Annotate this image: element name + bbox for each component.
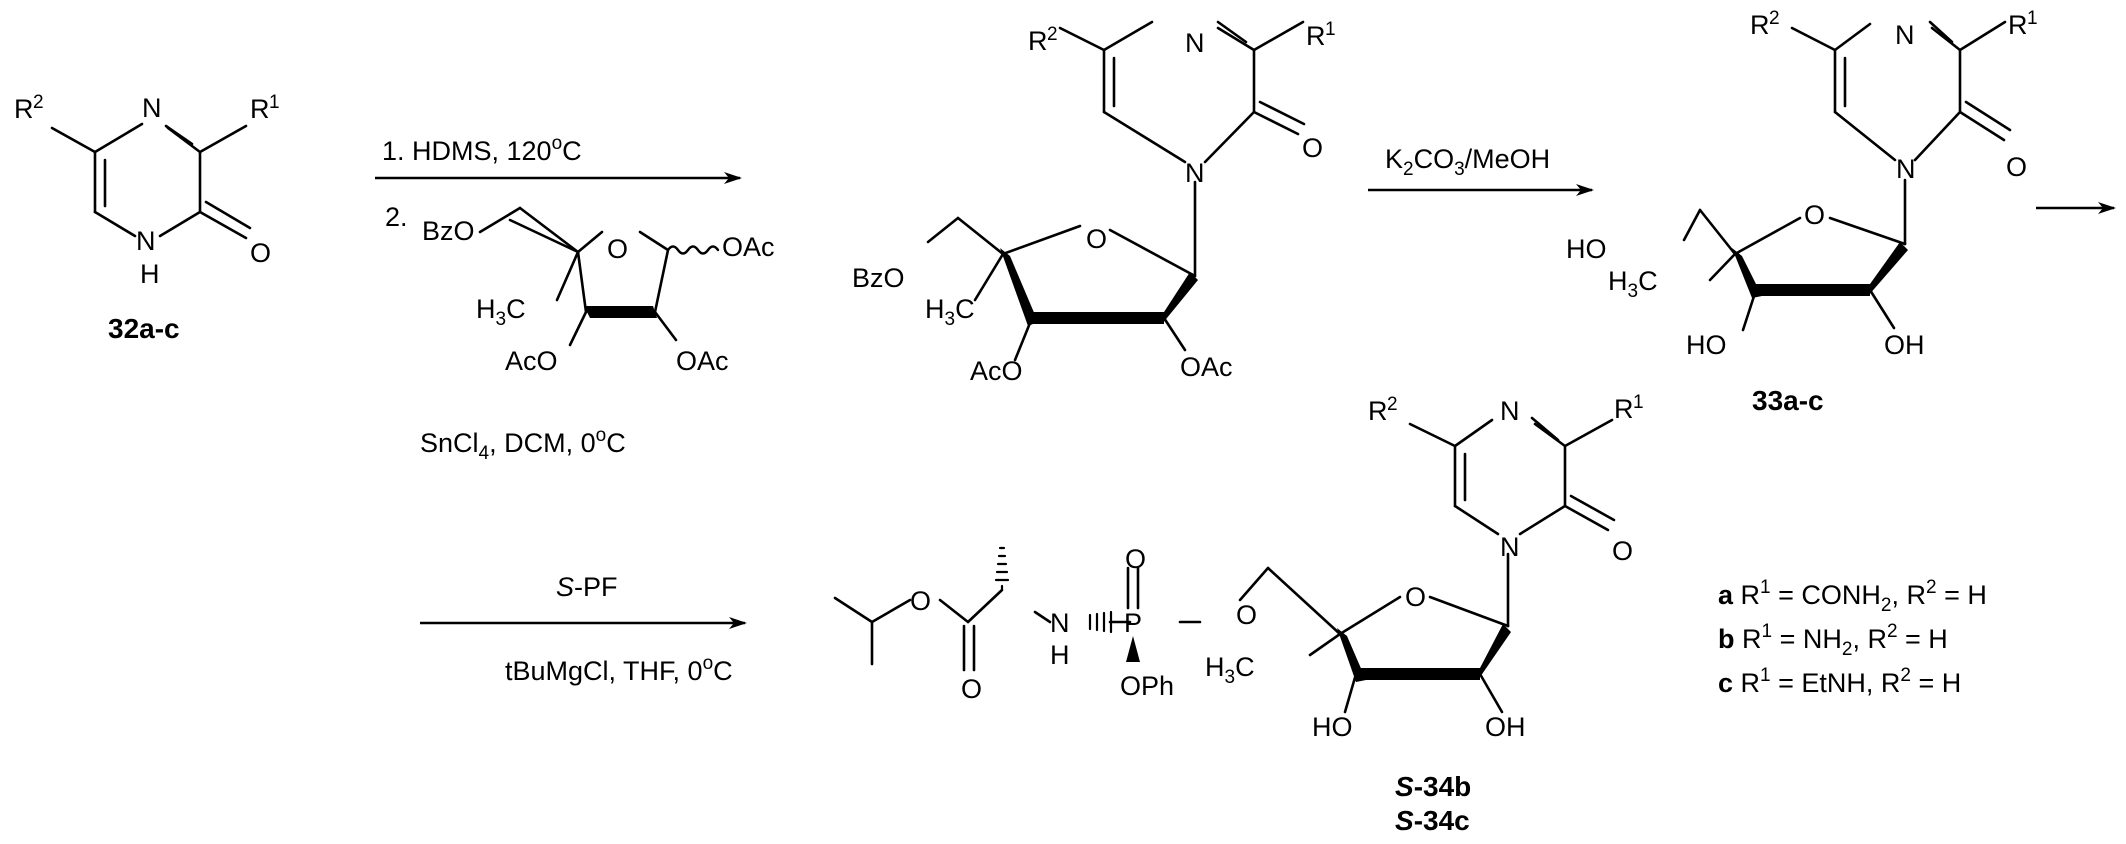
protected-nucleoside-structure	[926, 20, 1306, 362]
glycosyl-donor-structure	[478, 206, 678, 347]
svg-text:O: O	[1302, 133, 1323, 163]
sugar-wedge-right	[1162, 272, 1198, 324]
svg-text:N: N	[136, 226, 156, 256]
sugar33-front-bond	[1754, 284, 1870, 296]
glycosyl-donor-atoms: BzO O OAc H3C AcO OAc	[422, 216, 775, 376]
sugar-front-bond-2	[1030, 312, 1164, 324]
svg-text:OH: OH	[1485, 712, 1526, 742]
svg-text:1: 1	[1325, 19, 1336, 40]
sugar-front-bond	[584, 306, 657, 318]
compound-label-34c: S-34c	[1395, 805, 1470, 836]
svg-text:HO: HO	[1312, 712, 1353, 742]
svg-text:OAc: OAc	[722, 232, 775, 262]
svg-text:R: R	[2008, 10, 2028, 40]
legend-row-a: a R1 = CONH2, R2 = H	[1718, 577, 1987, 616]
compound-33-atoms: R 2 N R 1 N O O HO H3C HO OH	[1566, 8, 2038, 360]
svg-text:H3C: H3C	[1205, 652, 1255, 688]
svg-text:O: O	[250, 238, 271, 268]
svg-text:BzO: BzO	[852, 263, 905, 293]
svg-text:H3C: H3C	[1608, 266, 1658, 302]
svg-text:H: H	[1050, 640, 1070, 670]
compound-33-structure	[1682, 20, 2012, 332]
svg-text:R: R	[1614, 394, 1634, 424]
svg-text:H3C: H3C	[476, 294, 526, 330]
sugar-wedge-left	[1000, 248, 1038, 326]
anomeric-wavy-bond	[666, 245, 720, 255]
svg-text:2: 2	[33, 92, 44, 113]
compound-label-32: 32a-c	[108, 313, 180, 344]
svg-text:SnCl4, DCM, 0oC: SnCl4, DCM, 0oC	[420, 425, 626, 464]
svg-text:R: R	[1368, 396, 1388, 426]
svg-text:R: R	[14, 94, 34, 124]
sugar34-front-bond	[1358, 668, 1480, 680]
compound-32-atoms: R 2 N R 1 N H O	[14, 92, 280, 289]
svg-text:2.: 2.	[385, 202, 408, 232]
svg-text:R: R	[1750, 10, 1770, 40]
svg-text:N: N	[1896, 154, 1916, 184]
svg-text:1: 1	[1633, 392, 1644, 413]
svg-text:O: O	[1405, 582, 1426, 612]
step-2-reagent: K2CO3/MeOH	[1385, 144, 1550, 180]
svg-text:O: O	[1804, 200, 1825, 230]
svg-text:OPh: OPh	[1120, 671, 1174, 701]
svg-text:HO: HO	[1686, 330, 1727, 360]
svg-text:P: P	[1124, 608, 1142, 638]
svg-text:OH: OH	[1884, 330, 1925, 360]
svg-text:O: O	[910, 586, 931, 616]
svg-text:H3C: H3C	[925, 294, 975, 330]
svg-text:2: 2	[1387, 394, 1398, 415]
svg-text:OAc: OAc	[676, 346, 729, 376]
svg-text:BzO: BzO	[422, 216, 475, 246]
compound-32-structure	[50, 122, 252, 240]
svg-text:2: 2	[1047, 24, 1058, 45]
svg-text:O: O	[961, 674, 982, 704]
svg-text:N: N	[1050, 608, 1070, 638]
svg-text:S-PF: S-PF	[556, 572, 618, 602]
svg-text:O: O	[2006, 152, 2027, 182]
step-3-conditions: S-PF tBuMgCl, THF, 0oC	[505, 572, 733, 686]
svg-text:R: R	[1028, 26, 1048, 56]
hashed-bonds	[994, 546, 1113, 634]
svg-text:N: N	[1500, 396, 1520, 426]
svg-text:tBuMgCl, THF, 0oC: tBuMgCl, THF, 0oC	[505, 653, 733, 686]
svg-text:O: O	[607, 234, 628, 264]
step-1-conditions: 1. HDMS, 120oC 2. SnCl4, DCM, 0oC	[382, 133, 626, 464]
svg-text:2: 2	[1769, 8, 1780, 29]
svg-text:O: O	[1236, 600, 1257, 630]
svg-text:HO: HO	[1566, 234, 1607, 264]
compound-34-atoms: R 2 N R 1 N O O O O P OPh N H O O H3C HO…	[910, 392, 1644, 742]
svg-text:N: N	[1185, 158, 1205, 188]
svg-text:N: N	[1895, 20, 1915, 50]
svg-text:R: R	[1306, 21, 1326, 51]
compound-label-34b: S-34b	[1395, 771, 1471, 802]
p-oph-wedge	[1126, 636, 1140, 662]
compound-label-33: 33a-c	[1752, 385, 1824, 416]
svg-text:AcO: AcO	[970, 356, 1023, 386]
svg-text:O: O	[1086, 224, 1107, 254]
sugar33-wedge-right	[1868, 242, 1908, 296]
svg-text:H: H	[140, 259, 160, 289]
svg-text:O: O	[1612, 536, 1633, 566]
compound-34-structure	[833, 416, 1616, 714]
sugar34-wedge-right	[1478, 624, 1511, 680]
legend-row-c: c R1 = EtNH, R2 = H	[1718, 665, 1961, 698]
svg-text:1. HDMS, 120oC: 1. HDMS, 120oC	[382, 133, 582, 166]
svg-text:N: N	[1185, 28, 1205, 58]
svg-text:O: O	[1125, 544, 1146, 574]
legend-row-b: b R1 = NH2, R2 = H	[1718, 621, 1948, 660]
svg-text:AcO: AcO	[505, 346, 558, 376]
svg-text:N: N	[1500, 532, 1520, 562]
svg-text:N: N	[142, 93, 162, 123]
substituent-legend: a R1 = CONH2, R2 = H b R1 = NH2, R2 = H …	[1718, 577, 1987, 698]
svg-text:OAc: OAc	[1180, 352, 1233, 382]
protected-nucleoside-atoms: R 2 N R 1 N O O BzO H3C AcO OAc	[852, 19, 1336, 386]
svg-text:1: 1	[2027, 8, 2038, 29]
svg-text:R: R	[250, 94, 270, 124]
svg-text:1: 1	[269, 92, 280, 113]
